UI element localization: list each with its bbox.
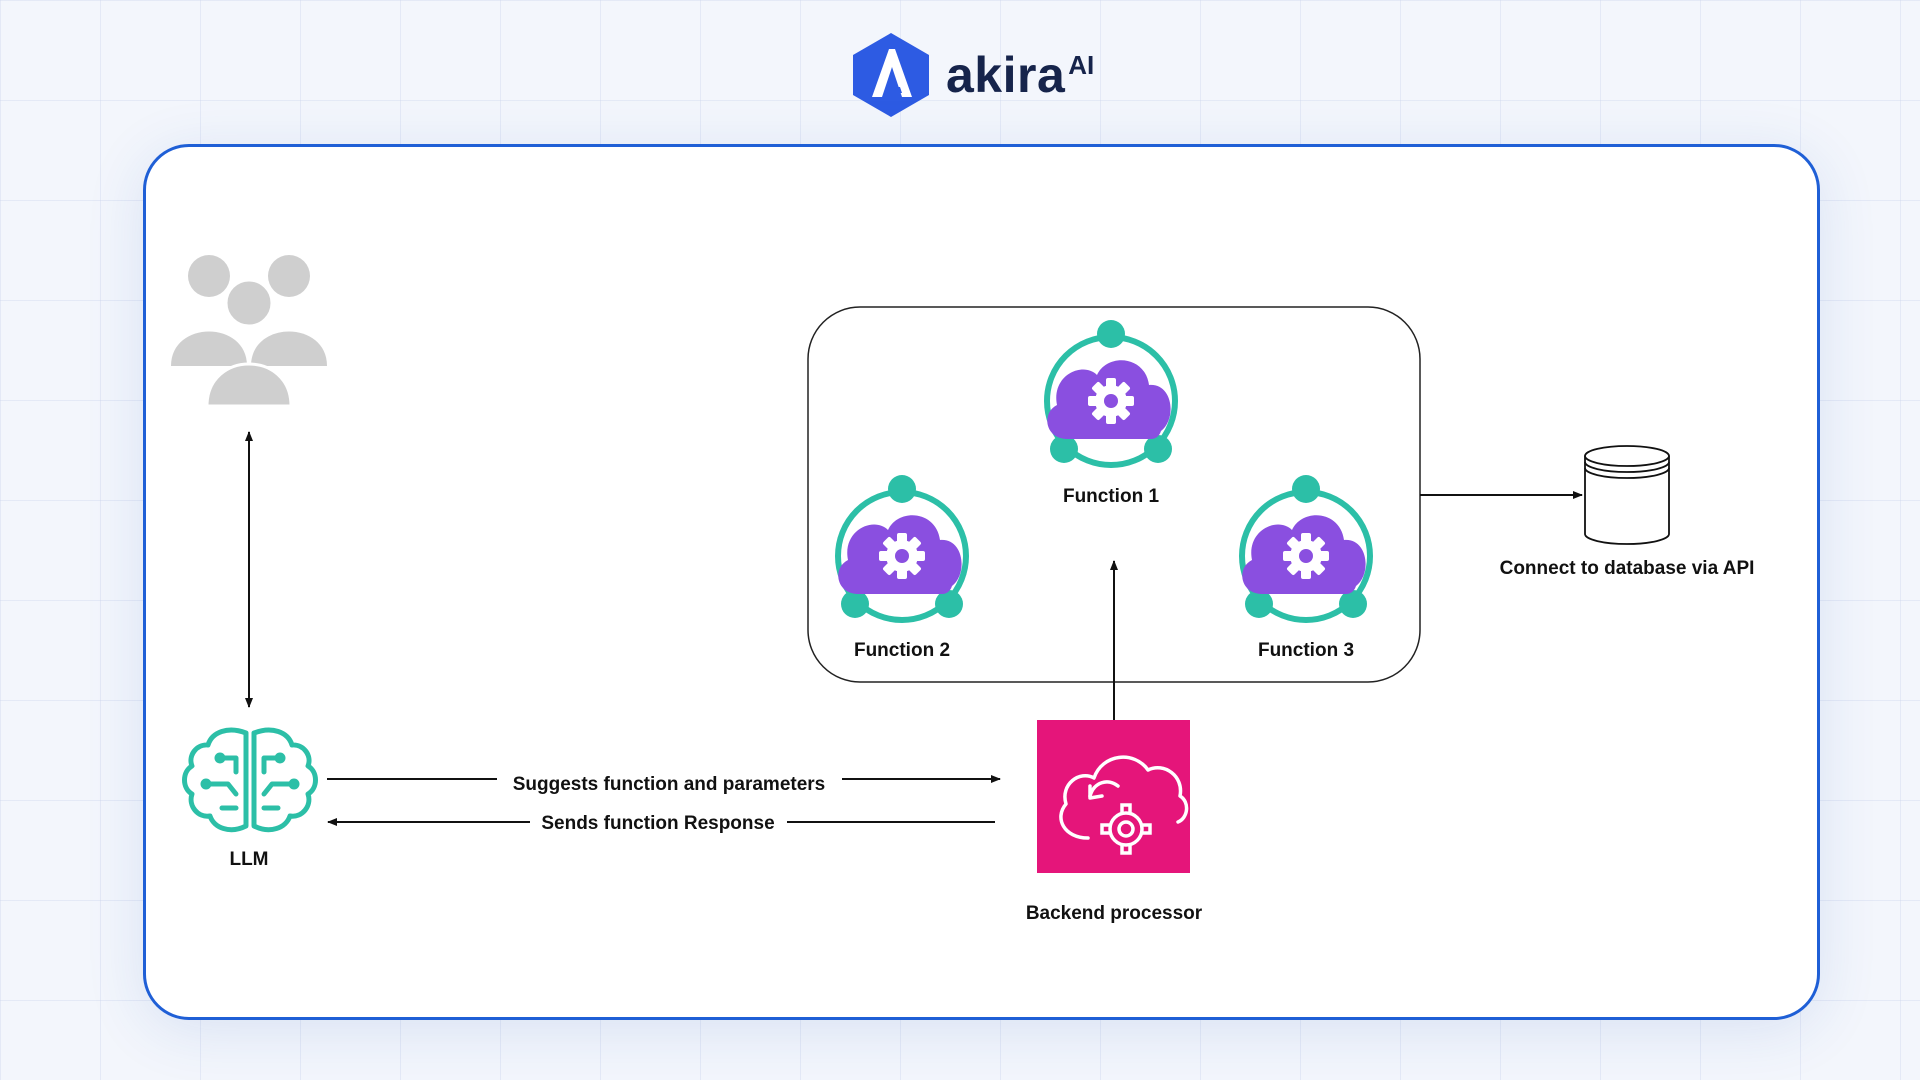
backend-label: Backend processor (1026, 903, 1203, 924)
users-icon (171, 255, 327, 408)
function-1-label: Function 1 (1063, 486, 1159, 507)
database-icon (1584, 445, 1670, 545)
function-2-label: Function 2 (854, 640, 950, 661)
response-label: Sends function Response (541, 813, 774, 834)
database-label: Connect to database via API (1500, 558, 1755, 579)
brain-circuit-icon (182, 727, 318, 833)
suggests-label: Suggests function and parameters (513, 774, 826, 795)
akira-logo-icon (853, 33, 929, 117)
function-3-label: Function 3 (1258, 640, 1354, 661)
response-label-bg (530, 809, 787, 835)
llm-label: LLM (229, 849, 268, 870)
backend-cloud-gear-icon (1037, 720, 1190, 873)
suggests-label-bg (497, 766, 842, 792)
brand-name: akira (946, 47, 1066, 103)
brand-superscript: AI (1068, 50, 1095, 80)
